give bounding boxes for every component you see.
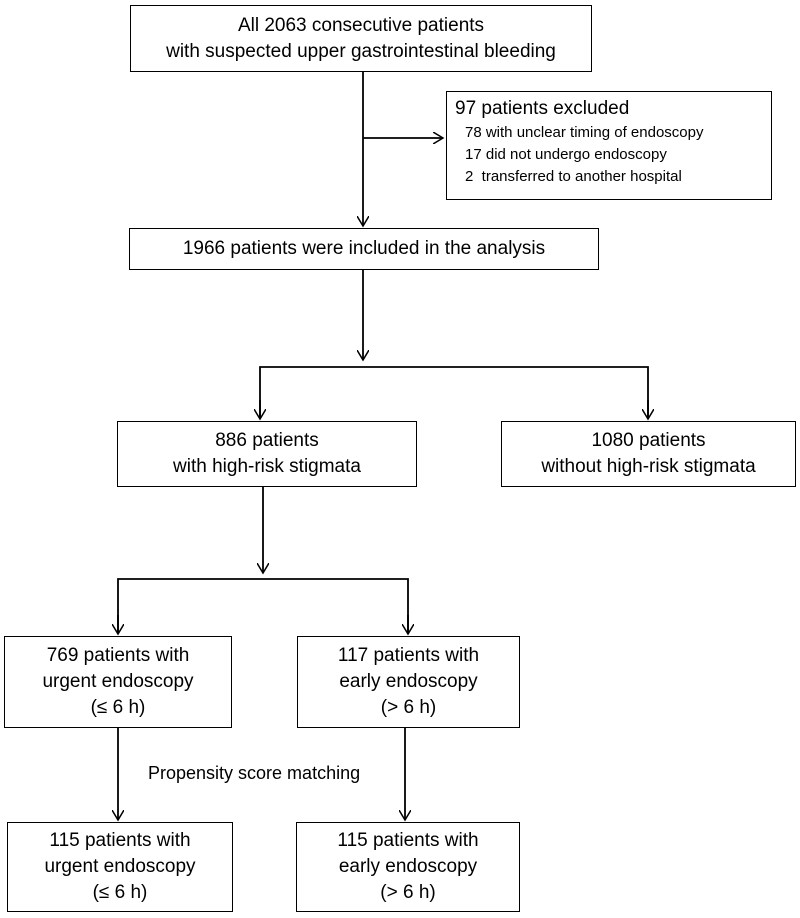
box-early-matched: 115 patients with early endoscopy (> 6 h… bbox=[296, 822, 520, 912]
box-urgent: 769 patients with urgent endoscopy (≤ 6 … bbox=[4, 636, 232, 728]
box-text-line: (≤ 6 h) bbox=[90, 697, 146, 718]
box-early: 117 patients with early endoscopy (> 6 h… bbox=[297, 636, 520, 728]
box-text-line: with suspected upper gastrointestinal bl… bbox=[166, 40, 556, 62]
box-text-line: 115 patients with bbox=[49, 830, 191, 851]
box-all-patients: All 2063 consecutive patients with suspe… bbox=[130, 5, 592, 72]
box-text-line: 1080 patients bbox=[591, 430, 706, 451]
box-text-line: early endoscopy bbox=[338, 856, 478, 877]
box-text-line: 1966 patients were included in the analy… bbox=[182, 238, 546, 259]
box-text-line: (> 6 h) bbox=[380, 882, 436, 903]
excluded-item: 2 transferred to another hospital bbox=[465, 168, 682, 185]
box-excluded: 97 patients excluded 78 with unclear tim… bbox=[446, 91, 772, 200]
split-connector-1 bbox=[259, 366, 649, 418]
excluded-item: 78 with unclear timing of endoscopy bbox=[465, 124, 704, 141]
matching-label: Propensity score matching bbox=[148, 763, 361, 783]
box-included: 1966 patients were included in the analy… bbox=[129, 228, 599, 270]
excluded-item: 17 did not undergo endoscopy bbox=[465, 146, 667, 163]
box-text-line: without high-risk stigmata bbox=[541, 456, 756, 477]
box-text-line: with high-risk stigmata bbox=[173, 456, 361, 477]
box-urgent-matched: 115 patients with urgent endoscopy (≤ 6 … bbox=[7, 822, 233, 912]
box-text-line: urgent endoscopy bbox=[44, 856, 196, 877]
box-text-line: (> 6 h) bbox=[380, 697, 437, 718]
excluded-title: 97 patients excluded bbox=[455, 98, 630, 119]
box-text-line: 886 patients bbox=[215, 430, 319, 451]
box-text-line: All 2063 consecutive patients bbox=[237, 14, 485, 36]
box-text-line: 117 patients with bbox=[337, 645, 480, 666]
box-text-line: early endoscopy bbox=[339, 671, 478, 692]
split-connector-2 bbox=[117, 578, 409, 633]
box-text-line: 769 patients with bbox=[46, 645, 190, 666]
box-no-high-risk: 1080 patients without high-risk stigmata bbox=[501, 421, 796, 487]
box-text-line: (≤ 6 h) bbox=[92, 882, 148, 903]
box-high-risk: 886 patients with high-risk stigmata bbox=[117, 421, 417, 487]
box-text-line: 115 patients with bbox=[337, 830, 479, 851]
box-text-line: urgent endoscopy bbox=[42, 671, 194, 692]
